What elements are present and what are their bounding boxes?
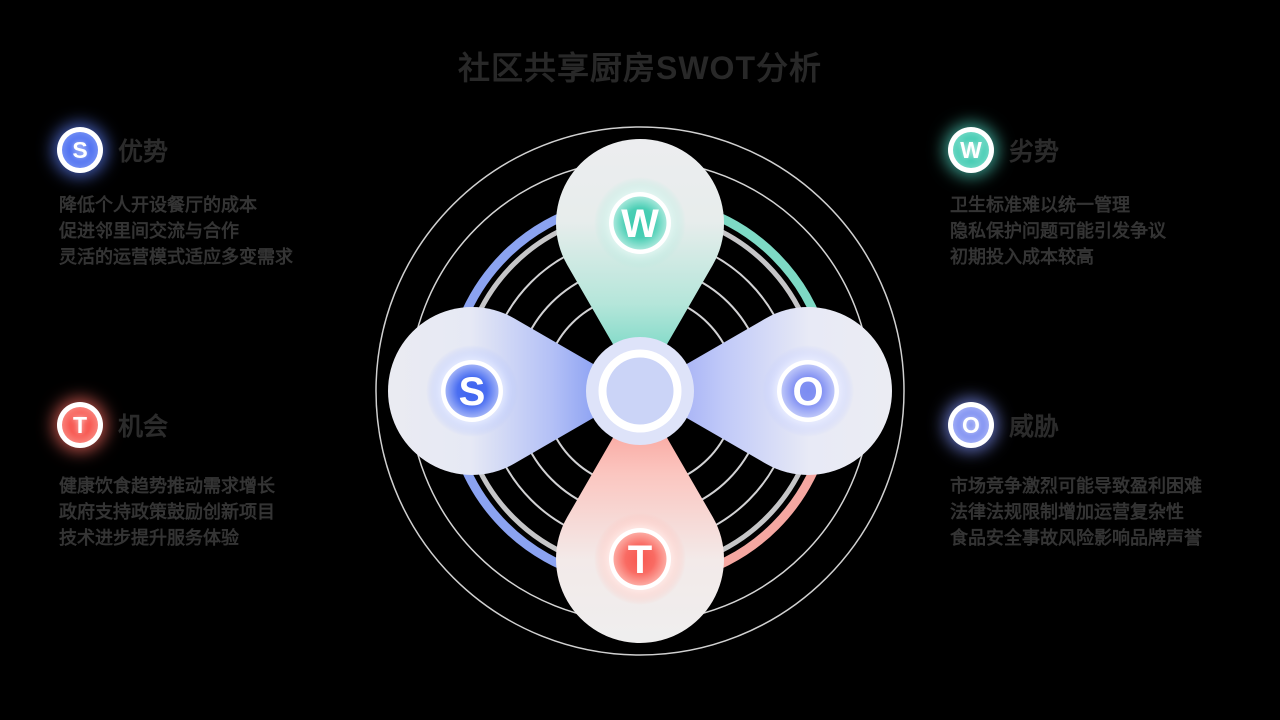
badge-letter: W [953,132,989,168]
petal-badge-w: W [594,177,686,269]
badge-disc [613,532,667,586]
badge-disc [781,364,835,418]
swot-point-line: 卫生标准难以统一管理 [950,195,1130,215]
section-label: 威胁 [1009,413,1060,441]
section-threats-points: 市场竞争激烈可能导致盈利困难 法律法规限制增加运营复杂性 食品安全事故风险影响品… [950,473,1278,551]
petal-badge-s: S [426,345,518,437]
weaknesses-badge-icon: W [948,127,994,173]
petal-letter-s: S [459,370,486,414]
section-threats: O 威胁 市场竞争激烈可能导致盈利困难 法律法规限制增加运营复杂性 食品安全事故… [948,402,1278,551]
section-weaknesses: W 劣势 卫生标准难以统一管理 隐私保护问题可能引发争议 初期投入成本较高 [948,127,1278,270]
section-label: 机会 [118,413,169,441]
petal-badge-o: O [762,345,854,437]
swot-point-line: 隐私保护问题可能引发争议 [950,221,1166,241]
badge-letter: O [953,407,989,443]
section-opportunities-points: 健康饮食趋势推动需求增长 政府支持政策鼓励创新项目 技术进步提升服务体验 [59,473,387,551]
badge-letter: T [62,407,98,443]
swot-point-line: 降低个人开设餐厅的成本 [59,195,257,215]
section-strengths: S 优势 降低个人开设餐厅的成本 促进邻里间交流与合作 灵活的运营模式适应多变需… [57,127,387,270]
section-strengths-header: S 优势 [57,127,387,173]
section-weaknesses-header: W 劣势 [948,127,1278,173]
section-strengths-points: 降低个人开设餐厅的成本 促进邻里间交流与合作 灵活的运营模式适应多变需求 [59,192,387,270]
petal-badge-t: T [594,513,686,605]
swot-point-line: 食品安全事故风险影响品牌声誉 [950,528,1202,548]
petal-letter-w: W [621,202,659,246]
swot-point-line: 政府支持政策鼓励创新项目 [59,502,275,522]
center-hub [586,337,694,445]
badge-letter: S [62,132,98,168]
badge-disc [613,196,667,250]
hub-inner-circle [606,357,674,425]
swot-point-line: 法律法规限制增加运营复杂性 [950,502,1184,522]
section-label: 劣势 [1009,138,1060,166]
petal-letter-o: O [792,370,823,414]
section-weaknesses-points: 卫生标准难以统一管理 隐私保护问题可能引发争议 初期投入成本较高 [950,192,1278,270]
swot-point-line: 灵活的运营模式适应多变需求 [59,247,293,267]
threats-badge-icon: O [948,402,994,448]
section-opportunities: T 机会 健康饮食趋势推动需求增长 政府支持政策鼓励创新项目 技术进步提升服务体… [57,402,387,551]
swot-point-line: 健康饮食趋势推动需求增长 [59,476,275,496]
section-label: 优势 [118,138,169,166]
outer-ring-1 [375,126,905,656]
strengths-badge-icon: S [57,127,103,173]
swot-point-line: 市场竞争激烈可能导致盈利困难 [950,476,1202,496]
page-title: 社区共享厨房SWOT分析 [458,50,822,86]
section-threats-header: O 威胁 [948,402,1278,448]
petal-letter-t: T [628,538,652,582]
swot-point-line: 技术进步提升服务体验 [59,528,239,548]
swot-point-line: 初期投入成本较高 [950,247,1094,267]
swot-point-line: 促进邻里间交流与合作 [59,221,239,241]
section-opportunities-header: T 机会 [57,402,387,448]
badge-disc [445,364,499,418]
petal-badges: W O T S [426,177,854,605]
opportunities-badge-icon: T [57,402,103,448]
